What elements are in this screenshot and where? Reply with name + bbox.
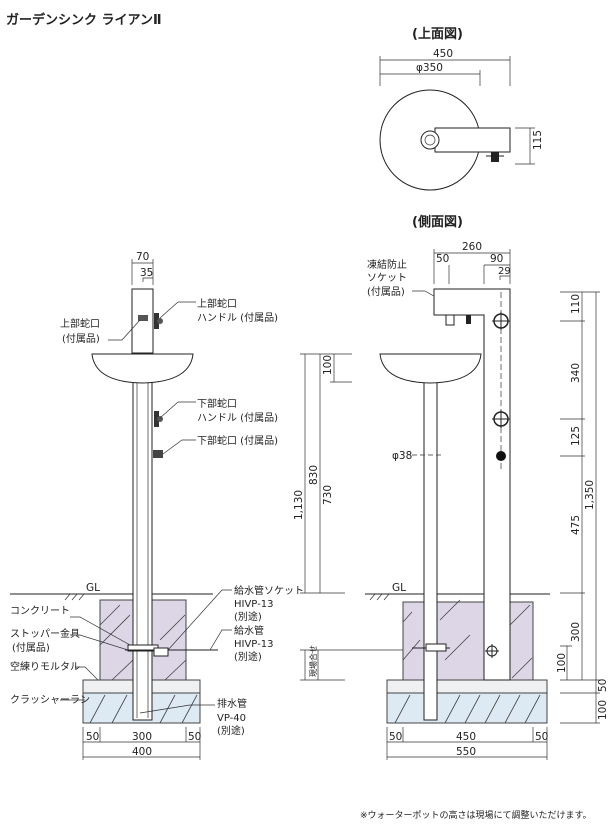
dim-340: 340 [570,363,582,383]
side-dim-50-left: 50 [389,731,402,743]
supply-pipe-label: 給水管 [234,624,264,637]
lower-handle-icon [154,411,163,427]
dim-100-bowl: 100 [322,355,334,375]
upper-handle-label: 上部蛇口 [197,297,237,310]
dim-550: 550 [456,746,476,758]
supply-socket-label-2: HIVP-13 [234,599,273,610]
lower-faucet-label: 下部蛇口 (付属品) [197,434,278,447]
supply-pipe-label-2: HIVP-13 [234,639,273,650]
dim-830: 830 [308,465,320,485]
dim-300: 300 [570,622,582,642]
front-view: 70 35 GL 上部蛇口 (付属品) 上部蛇口 ハンドル (付属品) 下部蛇口… [10,251,304,760]
concrete-label: コンクリート [10,605,70,617]
pole [132,381,153,721]
top-view: (上面図) 450 φ350 115 [379,27,544,191]
dim-50-top: 50 [436,253,449,265]
drain-pipe-label-2: VP-40 [217,713,246,724]
upper-faucet-label: 上部蛇口 [60,317,100,330]
lower-handle-label: 下部蛇口 [197,397,237,410]
upper-faucet-label-2: (付属品) [62,332,100,345]
dim-29: 29 [498,266,511,277]
side-post [433,288,511,681]
stopper-label-2: (付属品) [12,641,50,654]
pipe-diameter-label: φ38 [392,450,412,462]
site-adjust-label: 現場合せ [308,645,318,677]
dim-70: 70 [136,251,149,263]
dim-730: 730 [322,485,334,505]
stopper-label: ストッパー金具 [10,627,80,640]
dim-100-base: 100 [597,700,609,720]
upper-handle-icon [154,313,163,329]
side-pole [423,381,438,721]
dim-100-low: 100 [556,653,568,673]
top-view-heading: (上面図) [412,27,463,42]
bowl [91,353,194,384]
crusher-run-label: クラッシャーラン [10,694,90,706]
title: ガーデンシンク ライアンⅡ [6,12,162,28]
footnote: ※ウォーターポットの高さは現場にて調整いただけます。 [360,809,592,821]
dim-115: 115 [532,130,544,150]
antifreeze-label-3: (付属品) [367,285,405,298]
dim-90: 90 [490,253,503,265]
side-socket-icon [485,644,499,658]
supply-socket-label: 給水管ソケット [234,584,304,597]
antifreeze-label-2: ソケット [367,272,407,284]
upper-handle-label-2: ハンドル (付属品) [197,311,278,324]
side-bowl [379,353,482,384]
dim-phi350: φ350 [416,62,443,74]
side-lower-handle-icon [492,410,510,428]
side-mortar-layer [386,679,548,694]
dim-50-base: 50 [597,679,609,692]
side-view: (側面図) 260 50 90 29 凍結防止 ソケット (付属品) GL φ3… [293,214,609,760]
side-concrete-block [402,601,534,681]
dim-260: 260 [462,241,482,253]
upper-faucet-icon [138,315,148,321]
dim-475: 475 [570,515,582,535]
dim-450-base: 450 [456,731,476,743]
side-view-heading: (側面図) [412,214,463,230]
drain-pipe-label: 排水管 [217,697,247,710]
side-gl-label: GL [392,582,406,594]
side-lower-faucet-icon [496,451,506,461]
dim-110: 110 [570,294,582,314]
gl-label: GL [86,582,100,594]
drain-pipe-label-3: (別途) [217,724,245,737]
dim-125: 125 [570,426,582,446]
antifreeze-label: 凍結防止 [367,258,407,271]
side-crusher-run-layer [386,692,548,724]
dim-1130: 1,130 [293,490,305,520]
handle-icon [486,152,504,162]
lower-faucet-icon [153,450,163,458]
supply-socket-label-3: (別途) [234,610,262,623]
dim-1350: 1,350 [584,480,596,510]
mortar-label: 空練りモルタル [10,660,80,673]
dim-450: 450 [433,48,453,60]
side-upper-handle-icon [492,312,510,330]
antifreeze-socket-icon [466,315,471,324]
side-dim-50-right: 50 [535,731,548,743]
dim-50-left: 50 [86,731,99,743]
dim-400: 400 [132,746,152,758]
dim-35: 35 [140,267,153,279]
socket-icon [153,647,169,657]
lower-handle-label-2: ハンドル (付属品) [197,411,278,424]
faucet-icon [420,130,440,150]
spout-body [434,127,511,153]
dim-50-right: 50 [188,731,201,743]
dim-300: 300 [132,731,152,743]
supply-pipe-label-3: (別途) [234,650,262,663]
side-faucet-icon [445,314,455,326]
